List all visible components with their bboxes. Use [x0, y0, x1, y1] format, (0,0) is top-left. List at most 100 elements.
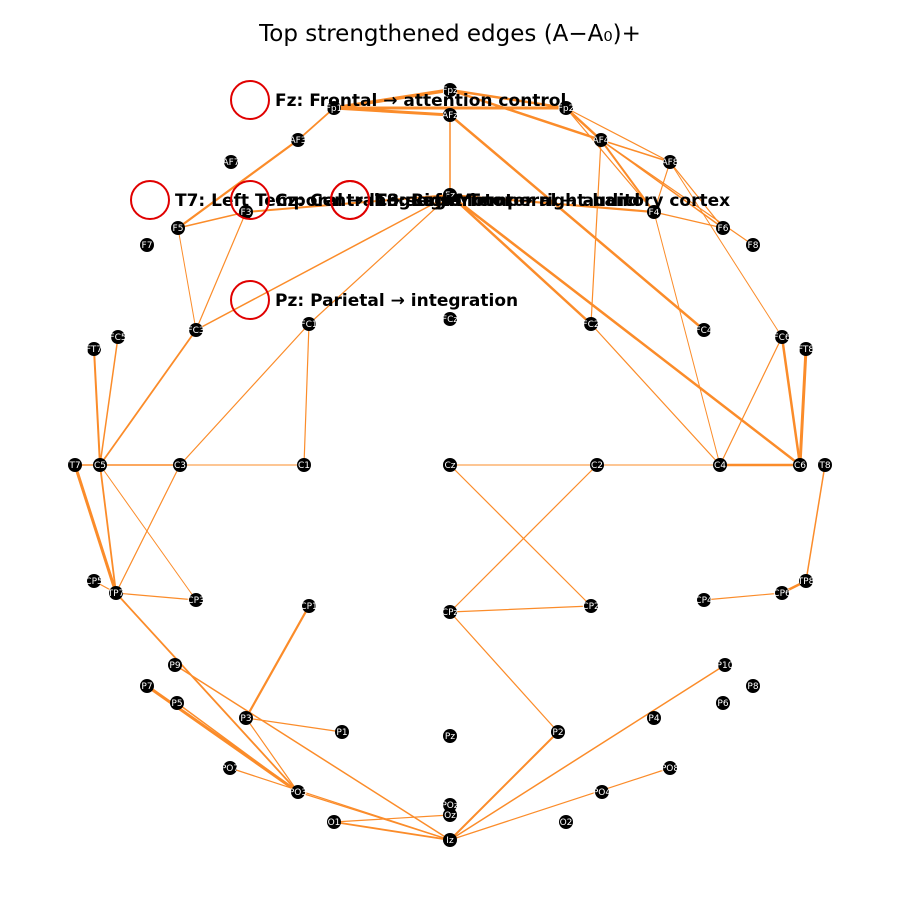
annotation-Pz: Pz: Parietal → integration [230, 280, 518, 320]
node-marker [793, 458, 807, 472]
edge-F4-C4 [653, 211, 721, 466]
node-label: AF8 [661, 158, 678, 168]
node-label: POz [441, 801, 459, 811]
node-label: FC2 [582, 320, 599, 330]
node-marker [443, 108, 457, 122]
node-label: AF3 [289, 136, 306, 146]
node-marker [663, 761, 677, 775]
edge-Fz-F4 [448, 193, 656, 214]
node-label: T7 [68, 461, 80, 471]
node-label: FCz [442, 315, 458, 325]
node-label: P2 [552, 728, 563, 738]
node-marker [594, 133, 608, 147]
node-label: CP4 [695, 596, 713, 606]
edge-P9-Iz [174, 664, 451, 841]
node-FT8: FT8 [798, 342, 814, 356]
figure-title: Top strengthened edges (A−A₀)+ [258, 21, 641, 47]
node-marker [746, 679, 760, 693]
node-CP3: CP3 [187, 593, 205, 607]
edge-layer [73, 88, 826, 841]
edge-Fz-C6 [448, 193, 802, 467]
annotation-label: C3: Left Motor → right-hand [375, 191, 640, 211]
node-FC2: FC2 [582, 317, 600, 331]
node-marker [443, 83, 457, 97]
highlight-ring [230, 280, 270, 320]
node-C6: C6 [793, 458, 807, 472]
node-TP8: TP8 [797, 574, 815, 588]
edge-Fz-F3 [245, 194, 451, 213]
node-marker [87, 574, 101, 588]
edge-Fz-FC1 [308, 194, 451, 325]
node-marker [716, 221, 730, 235]
node-label: C2 [591, 461, 603, 471]
node-marker [595, 785, 609, 799]
node-FC4: FC4 [695, 323, 713, 337]
node-marker [173, 458, 187, 472]
node-FC5: FC5 [109, 330, 127, 344]
node-label: AFz [442, 111, 458, 121]
node-PO4: PO4 [593, 785, 611, 799]
node-marker [443, 605, 457, 619]
edge-F3-F5 [177, 211, 247, 229]
node-label: FC6 [773, 333, 790, 343]
annotation-T8: T8: Right Temporal → auditory cortex [330, 180, 730, 220]
node-AF7: AF7 [222, 155, 240, 169]
node-F6: F6 [716, 221, 730, 235]
node-T7: T7 [68, 458, 82, 472]
node-marker [171, 221, 185, 235]
node-Fp2: Fp2 [558, 101, 574, 115]
edge-Iz-P2 [449, 731, 559, 841]
node-label: TP8 [797, 577, 815, 587]
edge-AF8-F6 [669, 161, 724, 229]
node-marker [697, 593, 711, 607]
node-label: P10 [717, 661, 734, 671]
node-label: FC3 [187, 326, 204, 336]
node-marker [551, 725, 565, 739]
edge-Fpz-Fp2 [448, 88, 568, 110]
edge-CPz-P2 [449, 611, 559, 733]
node-marker [718, 658, 732, 672]
highlight-ring [230, 80, 270, 120]
node-label: FC5 [109, 333, 126, 343]
node-marker [291, 785, 305, 799]
edge-Fz-FC3 [195, 194, 451, 331]
edge-T8-TP8 [805, 464, 826, 582]
node-label: Oz [444, 811, 456, 821]
edge-F3-FC3 [195, 211, 247, 331]
node-FCz: FCz [442, 312, 458, 326]
node-marker [302, 317, 316, 331]
node-P4: P4 [647, 711, 661, 725]
node-label: P6 [717, 699, 728, 709]
node-Oz: Oz [443, 808, 457, 822]
node-marker [297, 458, 311, 472]
node-Iz: Iz [443, 833, 457, 847]
node-label: P3 [240, 714, 251, 724]
node-O2: O2 [559, 815, 573, 829]
node-marker [584, 317, 598, 331]
node-marker [443, 188, 457, 202]
node-P6: P6 [716, 696, 730, 710]
edge-Fp2-AF4 [564, 106, 603, 142]
edge-C3-TP7 [115, 464, 181, 594]
edge-Fz-FC2 [448, 193, 593, 326]
highlight-ring [330, 180, 370, 220]
node-AFz: AFz [442, 108, 458, 122]
node-label: CP1 [300, 602, 317, 612]
node-label: P8 [747, 682, 758, 692]
node-PO3: PO3 [289, 785, 307, 799]
node-marker [189, 323, 203, 337]
edge-Iz-PO8 [449, 767, 671, 841]
node-marker [224, 155, 238, 169]
node-marker [647, 205, 661, 219]
edge-TP7-PO3 [115, 592, 299, 793]
edge-AF4-F4 [600, 139, 655, 213]
edge-Fp2-F4 [565, 107, 655, 213]
node-label: Fpz [442, 86, 458, 96]
edge-FC5-C5 [99, 336, 119, 466]
node-label: Cz [444, 461, 455, 471]
edge-FC2-C4 [590, 323, 721, 466]
node-C4: C4 [713, 458, 727, 472]
node-marker [302, 599, 316, 613]
